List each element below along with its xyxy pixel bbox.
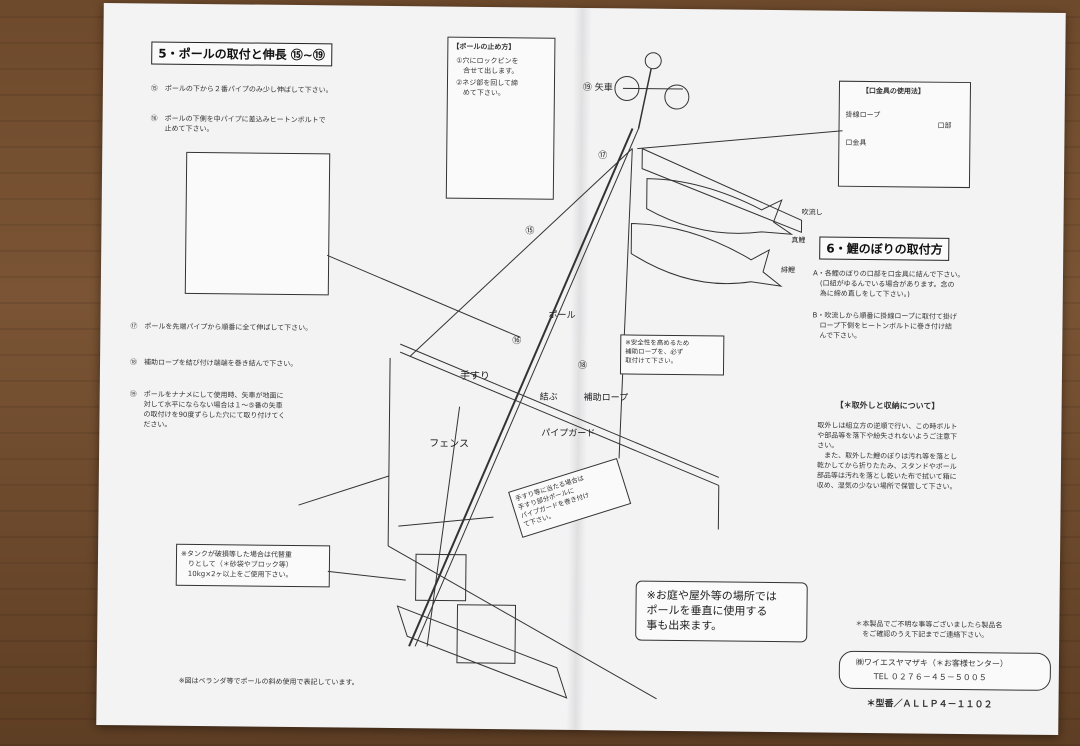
label-hojo-rope: 補助ロープ bbox=[584, 391, 629, 403]
tank-left bbox=[415, 553, 467, 602]
label-musubu: 結ぶ bbox=[540, 391, 558, 403]
tank-right bbox=[456, 604, 517, 664]
label-n17: ⑰ bbox=[598, 150, 607, 161]
label-magoi: 真鯉 bbox=[791, 235, 805, 244]
label-pole: ポール bbox=[549, 310, 576, 321]
handrail-line-top bbox=[400, 343, 720, 478]
label-n18: ⑱ bbox=[578, 360, 587, 371]
label-higoi: 緋鯉 bbox=[781, 265, 795, 274]
handrail-line-bottom bbox=[399, 351, 719, 486]
koinobori-fukinagashi bbox=[641, 147, 803, 234]
label-yaguruma: ⑲ 矢車 bbox=[583, 81, 613, 93]
rope-right bbox=[618, 148, 633, 459]
stand-leg bbox=[426, 406, 461, 647]
koinobori-magoi bbox=[646, 178, 794, 235]
label-handrail: 手すり bbox=[460, 369, 490, 382]
stand-base bbox=[396, 605, 568, 699]
label-fukinagashi: 吹流し bbox=[802, 207, 823, 216]
koinobori-higoi bbox=[630, 223, 783, 287]
installation-diagram: ⑲ 矢車 手すり フェンス 結ぶ パイプガード ポール 補助ロープ 吹流し 真鯉… bbox=[298, 52, 843, 700]
instruction-sheet: 5・ポールの取付と伸長 ⑮~⑲ ⑮ ポールの下から２番パイプのみ少し伸ばして下さ… bbox=[96, 2, 1066, 736]
pole-ball-top bbox=[644, 52, 662, 70]
label-n16: ⑯ bbox=[512, 335, 521, 346]
label-fence: フェンス bbox=[429, 438, 469, 449]
fence-left-edge bbox=[387, 357, 391, 546]
yaguruma-icon bbox=[614, 75, 690, 110]
safety-note-box: ※安全性を高めるため 補助ロープを、必ず 取付けて下さい。 bbox=[619, 334, 725, 376]
label-n15: ⑮ bbox=[525, 225, 534, 236]
safety-note: ※安全性を高めるため 補助ロープを、必ず 取付けて下さい。 bbox=[625, 338, 690, 366]
rope-left bbox=[409, 148, 633, 357]
label-pipe-guard: パイプガード bbox=[541, 428, 595, 440]
pole-shaft bbox=[408, 128, 634, 647]
